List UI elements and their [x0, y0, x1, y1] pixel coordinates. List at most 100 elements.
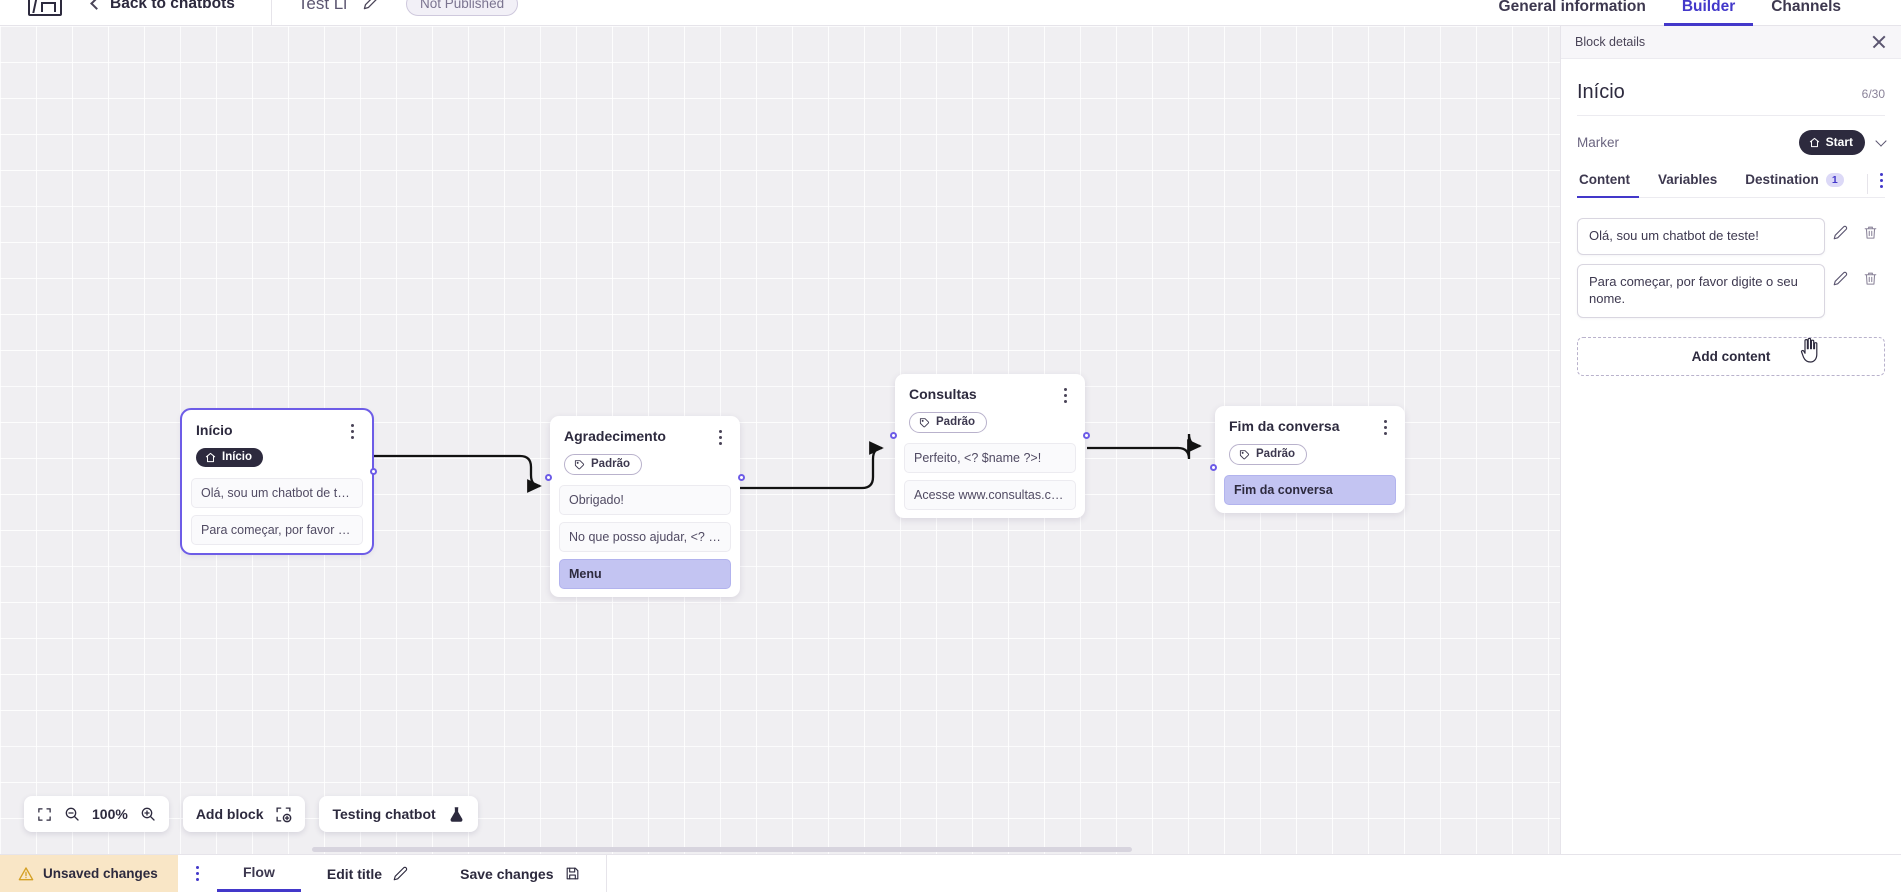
content-text[interactable]: Olá, sou um chatbot de teste! — [1577, 218, 1825, 255]
tab-builder[interactable]: Builder — [1663, 0, 1754, 26]
header-tabs: General information Builder Channels — [1481, 0, 1901, 26]
node-badge-start: Início — [196, 448, 264, 467]
content-text[interactable]: Para começar, por favor digite o seu nom… — [1577, 263, 1825, 318]
close-icon[interactable] — [1871, 34, 1887, 50]
node-menu-icon[interactable] — [1377, 418, 1393, 435]
node-header: Agradecimento — [550, 416, 740, 445]
edit-title-button[interactable]: Edit title — [301, 855, 434, 892]
fit-screen-icon[interactable] — [37, 807, 52, 822]
node-badge-default: Padrão — [1229, 444, 1307, 465]
node-input-port[interactable] — [545, 474, 552, 481]
zoom-in-icon[interactable] — [140, 806, 156, 822]
edit-title-pencil-icon[interactable] — [363, 0, 380, 15]
canvas-horizontal-scrollbar[interactable] — [0, 845, 1560, 854]
tab-content[interactable]: Content — [1577, 172, 1639, 198]
save-icon — [566, 867, 578, 880]
tab-general-information[interactable]: General information — [1498, 0, 1646, 15]
canvas-toolbar: 100% Add block Testing chatbot — [24, 796, 478, 832]
flask-icon — [448, 806, 465, 823]
tab-variables[interactable]: Variables — [1649, 172, 1726, 198]
tag-icon — [919, 417, 930, 427]
flow-canvas[interactable]: Início Início Olá, sou um chatbot de tes… — [0, 26, 1560, 854]
testing-chatbot-button[interactable]: Testing chatbot — [319, 796, 478, 832]
marker-label: Marker — [1577, 135, 1620, 150]
node-item[interactable]: Olá, sou um chatbot de teste! — [191, 477, 363, 508]
node-badge-label: Padrão — [1256, 448, 1295, 460]
unsaved-changes-indicator: Unsaved changes — [0, 855, 178, 892]
flow-node-fim-da-conversa[interactable]: Fim da conversa Padrão Fim da conversa — [1210, 406, 1405, 513]
more-vertical-icon[interactable] — [178, 855, 217, 892]
node-badge-label: Padrão — [936, 416, 975, 428]
node-title: Consultas — [909, 386, 977, 402]
add-block-icon — [275, 806, 292, 823]
node-badge-default: Padrão — [909, 412, 987, 433]
home-icon — [205, 452, 216, 462]
node-output-port[interactable] — [370, 468, 377, 475]
node-item-menu[interactable]: Menu — [559, 559, 731, 589]
node-items: Olá, sou um chatbot de teste! Para começ… — [182, 468, 372, 545]
node-header: Fim da conversa — [1215, 406, 1405, 435]
tab-destination[interactable]: Destination 1 — [1736, 172, 1852, 198]
panel-tabs: Content Variables Destination 1 — [1577, 171, 1885, 198]
content-edit-pencil-icon[interactable] — [1825, 218, 1855, 240]
pencil-icon — [393, 866, 408, 881]
node-item[interactable]: No que posso ajudar, <? $name ... — [559, 522, 731, 552]
node-item[interactable]: Obrigado! — [559, 485, 731, 515]
chevron-left-icon — [90, 0, 103, 10]
tag-icon — [574, 459, 585, 469]
content-delete-trash-icon[interactable] — [1855, 218, 1885, 240]
block-title: Início — [1577, 81, 1625, 103]
node-output-port[interactable] — [1083, 432, 1090, 439]
add-block-button[interactable]: Add block — [182, 796, 306, 832]
node-item[interactable]: Fim da conversa — [1224, 475, 1396, 505]
node-item[interactable]: Acesse www.consultas.com par... — [904, 480, 1076, 510]
marker-value-label: Start — [1825, 135, 1853, 149]
tab-flow[interactable]: Flow — [216, 855, 301, 892]
content-edit-pencil-icon[interactable] — [1825, 264, 1855, 286]
block-details-panel: Block details Início 6/30 Marker Start C… — [1560, 26, 1901, 854]
node-title: Agradecimento — [564, 428, 666, 444]
block-title-row: Início 6/30 — [1577, 59, 1885, 116]
add-block-label: Add block — [195, 806, 264, 822]
zoom-controls: 100% — [24, 796, 169, 832]
zoom-out-icon[interactable] — [64, 806, 80, 822]
node-badge-label: Padrão — [591, 458, 630, 470]
node-badge-default: Padrão — [564, 454, 642, 475]
edit-title-label: Edit title — [326, 865, 383, 882]
node-item[interactable]: Perfeito, <? $name ?>! — [904, 443, 1076, 473]
node-title: Início — [196, 422, 233, 438]
panel-tabs-divider — [1866, 174, 1868, 194]
node-menu-icon[interactable] — [712, 428, 728, 445]
tab-content-label: Content — [1579, 172, 1630, 187]
chevron-down-icon[interactable] — [1875, 134, 1887, 147]
content-list: Olá, sou um chatbot de teste! Para começ… — [1577, 198, 1885, 318]
marker-value-badge[interactable]: Start — [1798, 130, 1865, 155]
node-menu-icon[interactable] — [344, 422, 360, 439]
node-output-port[interactable] — [738, 474, 745, 481]
tab-channels[interactable]: Channels — [1771, 0, 1841, 15]
flow-node-consultas[interactable]: Consultas Padrão Perfeito, <? $name ?>! … — [890, 374, 1090, 518]
panel-header: Block details — [1561, 26, 1901, 59]
content-delete-trash-icon[interactable] — [1855, 264, 1885, 286]
panel-header-label: Block details — [1575, 35, 1646, 49]
tag-icon — [1239, 449, 1250, 459]
save-changes-button[interactable]: Save changes — [434, 855, 605, 892]
status-bar: Unsaved changes Flow Edit title Save cha… — [0, 854, 1901, 892]
node-input-port[interactable] — [890, 432, 897, 439]
node-header: Consultas — [895, 374, 1085, 403]
add-content-button[interactable]: Add content — [1577, 336, 1885, 376]
node-menu-icon[interactable] — [1057, 386, 1073, 403]
flow-node-inicio[interactable]: Início Início Olá, sou um chatbot de tes… — [180, 408, 377, 555]
more-vertical-icon[interactable] — [1868, 172, 1885, 196]
node-title: Fim da conversa — [1229, 418, 1340, 434]
scrollbar-thumb[interactable] — [312, 847, 1132, 852]
back-to-chatbots-link[interactable]: Back to chatbots — [90, 0, 235, 13]
panel-body: Início 6/30 Marker Start Content Variabl… — [1561, 59, 1901, 376]
marker-row: Marker Start — [1577, 116, 1887, 171]
node-item[interactable]: Para começar, por favor digite o ... — [191, 514, 363, 545]
node-input-port[interactable] — [1210, 464, 1217, 471]
node-items: Obrigado! No que posso ajudar, <? $name … — [550, 475, 740, 589]
home-icon — [1809, 137, 1819, 147]
tab-variables-label: Variables — [1658, 172, 1718, 187]
flow-node-agradecimento[interactable]: Agradecimento Padrão Obrigado! No que po… — [545, 416, 745, 597]
